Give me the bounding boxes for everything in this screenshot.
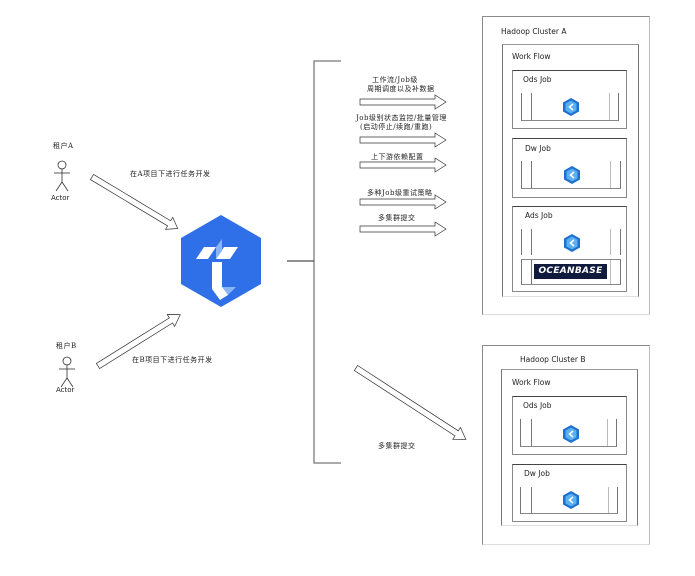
flow-a-label: 在A项目下进行任务开发 [130,170,211,178]
feature-5-line-1: 多集群提交 [378,214,416,222]
multi-cluster-label: 多集群提交 [378,442,416,450]
actor-b-icon [59,356,75,388]
engine-hexagon-icon [563,491,579,509]
feature-4-line-1: 多种Job级重试策略 [367,189,433,197]
engine-slot [520,487,618,514]
engine-hexagon-icon [563,98,579,116]
actor-a-label: Actor [51,194,70,202]
engine-slot [521,93,619,121]
flow-b-label: 在B项目下进行任务开发 [132,356,213,364]
job-title: Dw Job [525,144,551,153]
cluster-b-dw-job[interactable]: Dw Job [512,464,627,522]
job-title: Dw Job [524,469,550,478]
feature-5-arrow [359,221,447,237]
cluster-a-title: Hadoop Cluster A [501,27,567,36]
feature-3-arrow [359,157,447,173]
tenant-a-label: 租户A [53,142,74,150]
cluster-b-workflow-title: Work Flow [512,378,551,387]
taier-hexagon-logo-icon [181,215,261,307]
cluster-b-title: Hadoop Cluster B [520,355,586,364]
feature-3-line-1: 上下游依赖配置 [371,153,424,161]
engine-slot [521,259,621,285]
job-title: Ods Job [523,75,552,84]
job-title: Ads Job [525,211,553,220]
feature-4-arrow [359,194,447,210]
feature-1-arrow [359,94,447,110]
cluster-b-ods-job[interactable]: Ods Job [512,396,627,455]
feature-2-arrow [359,132,447,148]
feature-2-line-2: (启动停止/续跑/重跑) [360,123,433,131]
actor-a-icon [54,160,70,192]
oceanbase-logo: OCEANBASE [534,264,607,279]
feature-1-line-2: 周期调度以及补数据 [367,85,435,93]
feature-2-line-1: Job级别状态监控/批量管理 [356,114,447,122]
job-title: Ods Job [523,401,552,410]
feature-1-line-1: 工作流/Job级 [372,76,418,84]
cluster-a-ods-job[interactable]: Ods Job [512,70,627,129]
engine-hexagon-icon [563,425,579,443]
cluster-a-workflow-title: Work Flow [512,52,551,61]
tenant-b-label: 租户B [56,342,77,350]
engine-hexagon-icon [564,234,580,252]
engine-slot [521,229,621,255]
engine-slot [520,419,617,447]
engine-slot [521,161,621,189]
engine-hexagon-icon [564,166,580,184]
actor-b-label: Actor [56,386,75,394]
cluster-a-dw-job[interactable]: Dw Job [512,138,627,198]
cluster-a-ads-job[interactable]: Ads Job OCEANBASE [512,206,627,292]
